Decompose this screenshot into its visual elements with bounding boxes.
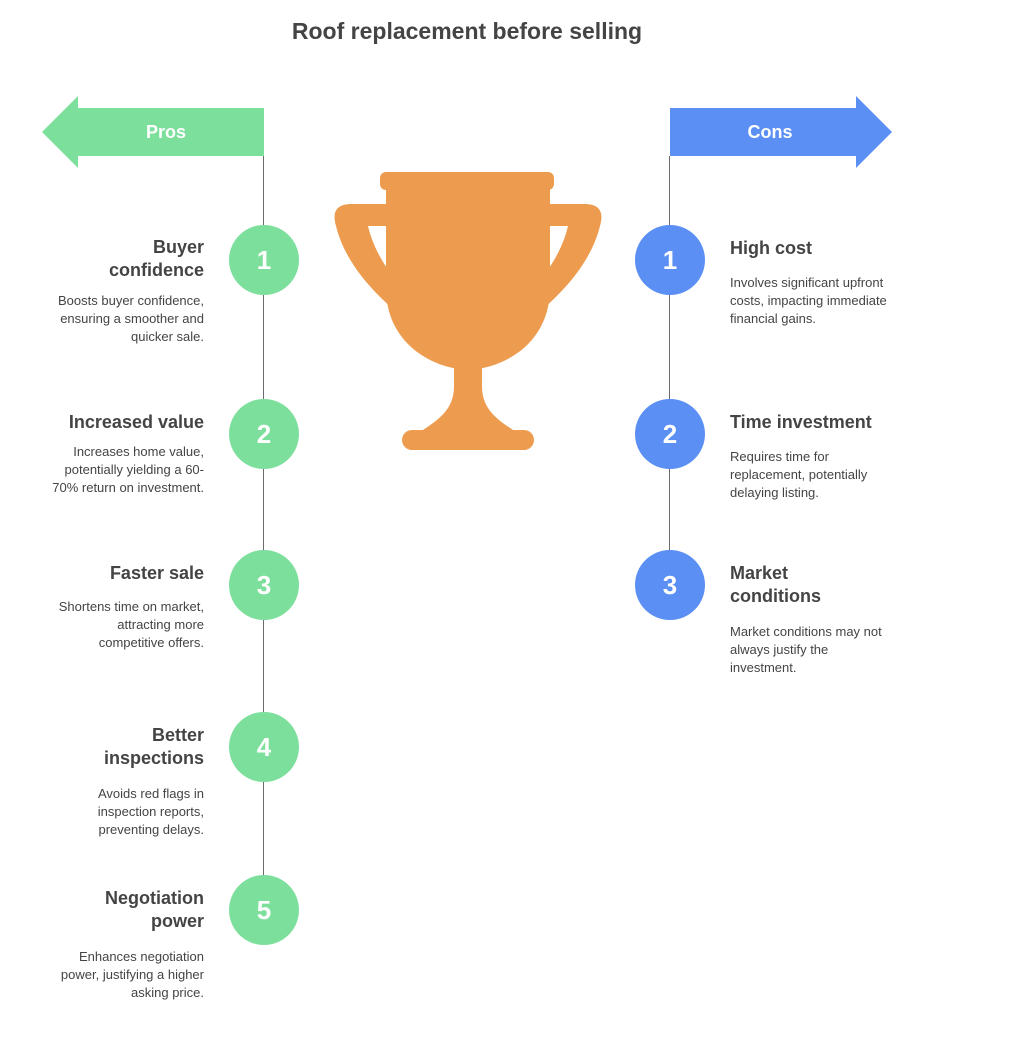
pros-item-description: Enhances negotiation power, justifying a…: [60, 949, 204, 1000]
cons-item-title: Market conditions: [730, 563, 821, 606]
pros-item-title: Faster sale: [109, 563, 204, 583]
pros-item-description: Increases home value, potentially yieldi…: [52, 444, 204, 495]
pros-item-title: Buyer confidence: [108, 237, 204, 280]
trophy-icon: [330, 170, 606, 457]
cons-item-title: High cost: [730, 238, 813, 258]
pros-number-badge: 3: [229, 550, 299, 620]
cons-number-badge: 2: [635, 399, 705, 469]
pros-item-title: Better inspections: [103, 725, 204, 768]
cons-number-badge: 3: [635, 550, 705, 620]
cons-item-title: Time investment: [730, 412, 872, 432]
cons-item-description: Involves significant upfront costs, impa…: [730, 275, 887, 326]
cons-label: Cons: [747, 122, 793, 142]
pros-number-badge: 2: [229, 399, 299, 469]
pros-arrow: Pros: [42, 96, 266, 168]
pros-item-title: Increased value: [68, 412, 204, 432]
cons-item-description: Market conditions may not always justify…: [730, 624, 882, 675]
cons-timeline: [669, 156, 670, 586]
pros-item-description: Avoids red flags in inspection reports, …: [97, 786, 204, 837]
pros-item-title: Negotiation power: [105, 888, 204, 931]
cons-arrow: Cons: [668, 96, 892, 168]
cons-number-badge: 1: [635, 225, 705, 295]
cons-item-description: Requires time for replacement, potential…: [730, 449, 868, 500]
pros-number-badge: 4: [229, 712, 299, 782]
pros-number-badge: 1: [229, 225, 299, 295]
pros-timeline: [263, 156, 264, 912]
pros-number-badge: 5: [229, 875, 299, 945]
pros-label: Pros: [145, 122, 187, 142]
pros-item-description: Shortens time on market, attracting more…: [58, 599, 204, 650]
pros-item-description: Boosts buyer confidence, ensuring a smoo…: [58, 293, 204, 344]
page-title: Roof replacement before selling: [291, 18, 643, 44]
